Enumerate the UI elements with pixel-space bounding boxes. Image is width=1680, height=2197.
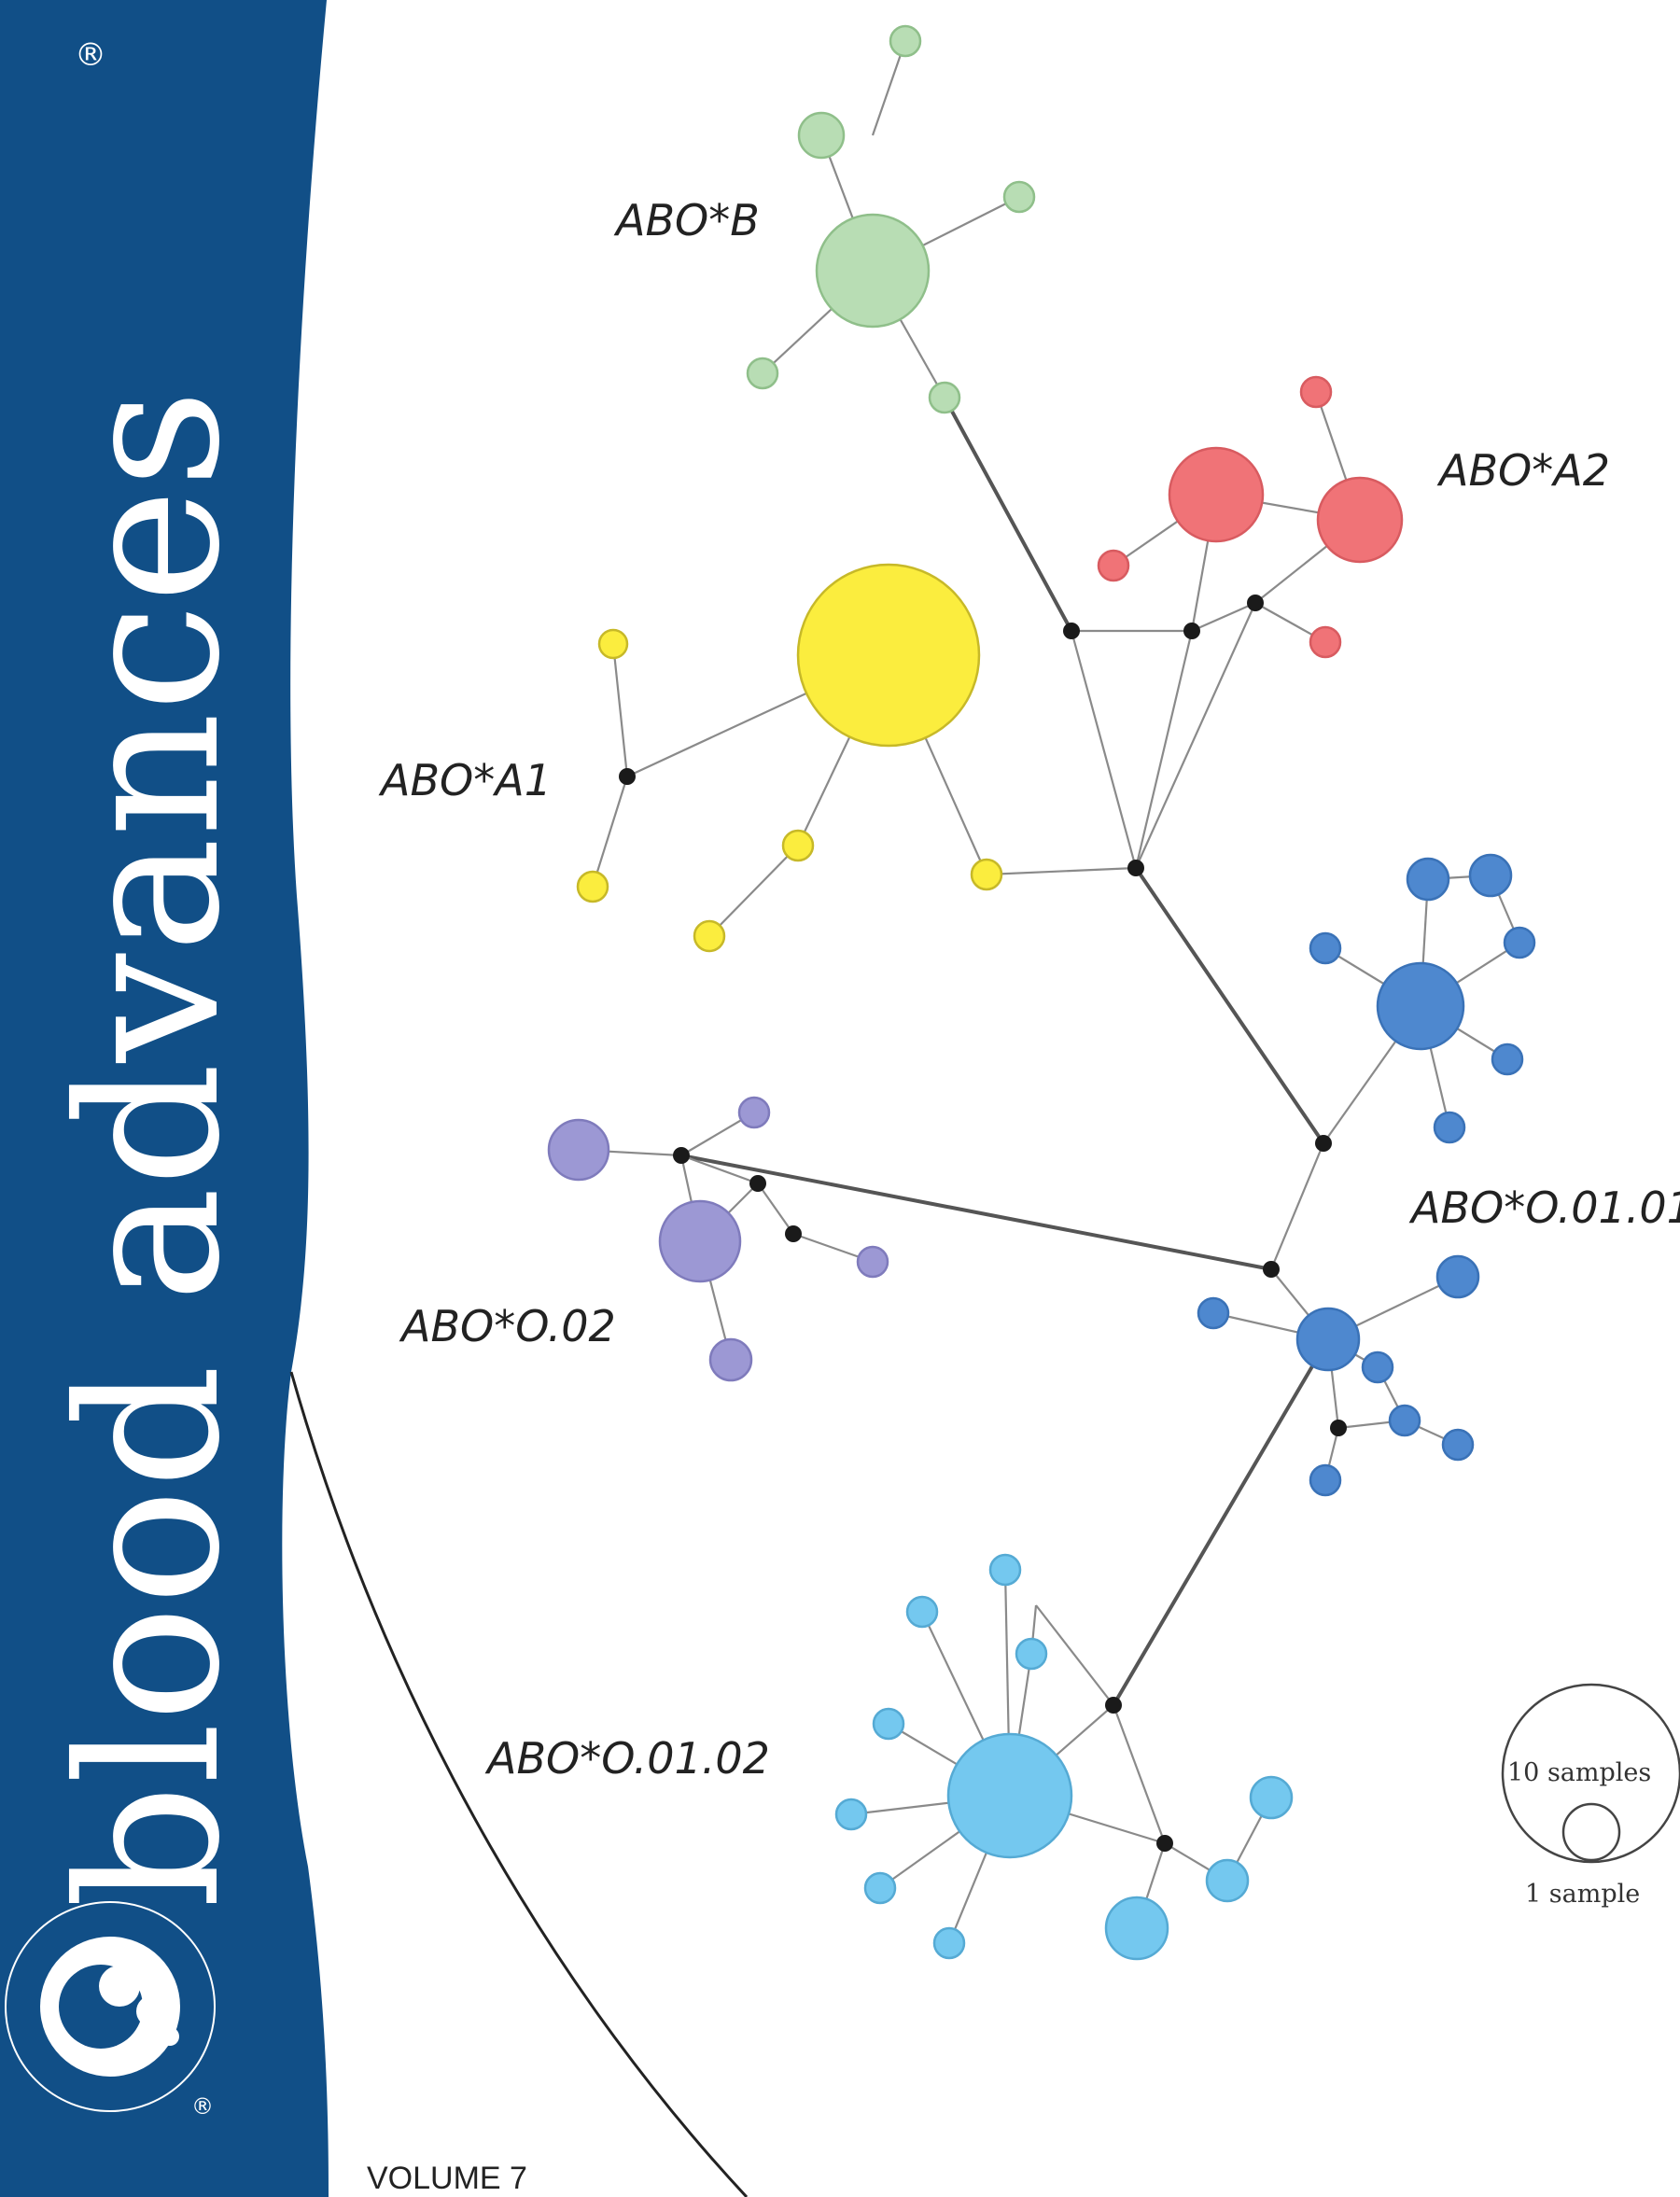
- haplotype-node: [1295, 1307, 1361, 1372]
- legend-small-circle: [1561, 1802, 1621, 1862]
- haplotype-node: [1309, 625, 1342, 659]
- haplotype-node: [928, 381, 961, 414]
- median-node: [1183, 623, 1200, 639]
- median-node: [1127, 860, 1144, 876]
- haplotype-node: [834, 1798, 868, 1831]
- haplotype-node: [1388, 1404, 1421, 1437]
- haplotype-node: [1316, 476, 1404, 564]
- median-node: [785, 1225, 802, 1242]
- median-node: [673, 1147, 690, 1164]
- haplotype-node: [1309, 1463, 1342, 1497]
- haplotype-node: [658, 1199, 742, 1283]
- haplotype-node: [1002, 180, 1036, 214]
- society-seal: ®: [5, 1901, 216, 2120]
- median-node: [1247, 595, 1264, 611]
- haplotype-node: [1491, 1043, 1524, 1076]
- haplotype-node: [1361, 1350, 1394, 1384]
- volume-label: VOLUME 7: [367, 2161, 527, 2196]
- median-node: [1063, 623, 1080, 639]
- haplotype-node: [946, 1732, 1073, 1859]
- haplotype-node: [872, 1707, 905, 1741]
- legend-large-circle: [1501, 1683, 1680, 1864]
- size-legend: 10 samples 1 sample: [1501, 1683, 1680, 1909]
- haplotype-node: [856, 1245, 889, 1279]
- haplotype-node: [1376, 961, 1465, 1051]
- median-node: [1330, 1420, 1347, 1436]
- legend-small-label: 1 sample: [1525, 1880, 1640, 1909]
- median-node: [1156, 1835, 1173, 1852]
- haplotype-node: [1433, 1111, 1466, 1144]
- haplotype-node: [737, 1096, 771, 1129]
- label-abo-o02: ABO*O.02: [399, 1301, 616, 1351]
- haplotype-node: [576, 870, 609, 903]
- legend-large-label: 10 samples: [1507, 1758, 1651, 1787]
- haplotype-node: [708, 1337, 753, 1382]
- haplotype-node: [889, 24, 922, 58]
- haplotype-node: [1015, 1637, 1048, 1671]
- cluster-abo-a2: [1097, 375, 1404, 659]
- haplotype-node: [1197, 1296, 1230, 1330]
- network-edges: [578, 40, 1521, 1944]
- label-abo-b: ABO*B: [613, 195, 760, 245]
- median-node: [619, 768, 636, 785]
- label-abo-a1: ABO*A1: [378, 755, 552, 805]
- masthead-band: [0, 0, 329, 2197]
- haplotype-node: [597, 628, 629, 660]
- haplotype-node: [1299, 375, 1333, 409]
- median-node: [1315, 1135, 1332, 1152]
- median-vectors: [619, 595, 1347, 1852]
- haplotype-node: [781, 829, 815, 862]
- median-node: [1105, 1697, 1122, 1714]
- cluster-abo-a1: [576, 563, 1003, 953]
- journal-title: blood advances: [37, 389, 263, 1909]
- haplotype-node: [1249, 1775, 1294, 1820]
- haplotype-node: [1309, 931, 1342, 965]
- decorative-arc: [289, 1371, 749, 2197]
- haplotype-node: [1503, 926, 1536, 959]
- haplotype-node: [1205, 1858, 1250, 1903]
- label-abo-o0101: ABO*O.01.01: [1408, 1182, 1680, 1233]
- registered-mark: ®: [75, 36, 106, 74]
- haplotype-node: [746, 357, 779, 390]
- haplotype-node: [815, 213, 931, 329]
- haplotype-node: [796, 563, 981, 748]
- haplotype-node: [1168, 446, 1265, 543]
- haplotype-node: [1468, 853, 1513, 898]
- haplotype-node: [932, 1926, 966, 1960]
- haplotype-node: [1104, 1896, 1169, 1961]
- seal-registered-mark: ®: [191, 2093, 214, 2120]
- median-node: [749, 1175, 766, 1192]
- haplotype-node: [970, 858, 1003, 891]
- haplotype-node: [905, 1595, 939, 1629]
- haplotype-node: [547, 1118, 610, 1182]
- median-node: [1263, 1261, 1280, 1278]
- haplotype-node: [1097, 549, 1130, 582]
- haplotype-node: [988, 1553, 1022, 1587]
- label-abo-a2: ABO*A2: [1436, 445, 1610, 496]
- cluster-abo-b: [746, 24, 1036, 414]
- haplotype-node: [797, 111, 846, 160]
- haplotype-node: [693, 919, 726, 953]
- cluster-abo-o02: [547, 1096, 889, 1382]
- haplotype-node: [1441, 1428, 1475, 1462]
- haplotype-node: [863, 1871, 897, 1905]
- cluster-abo-o0102: [834, 1553, 1294, 1961]
- label-abo-o0102: ABO*O.01.02: [484, 1733, 770, 1784]
- cluster-abo-o0101: [1197, 853, 1536, 1497]
- haplotype-node: [1435, 1254, 1480, 1299]
- haplotype-node: [1406, 857, 1450, 902]
